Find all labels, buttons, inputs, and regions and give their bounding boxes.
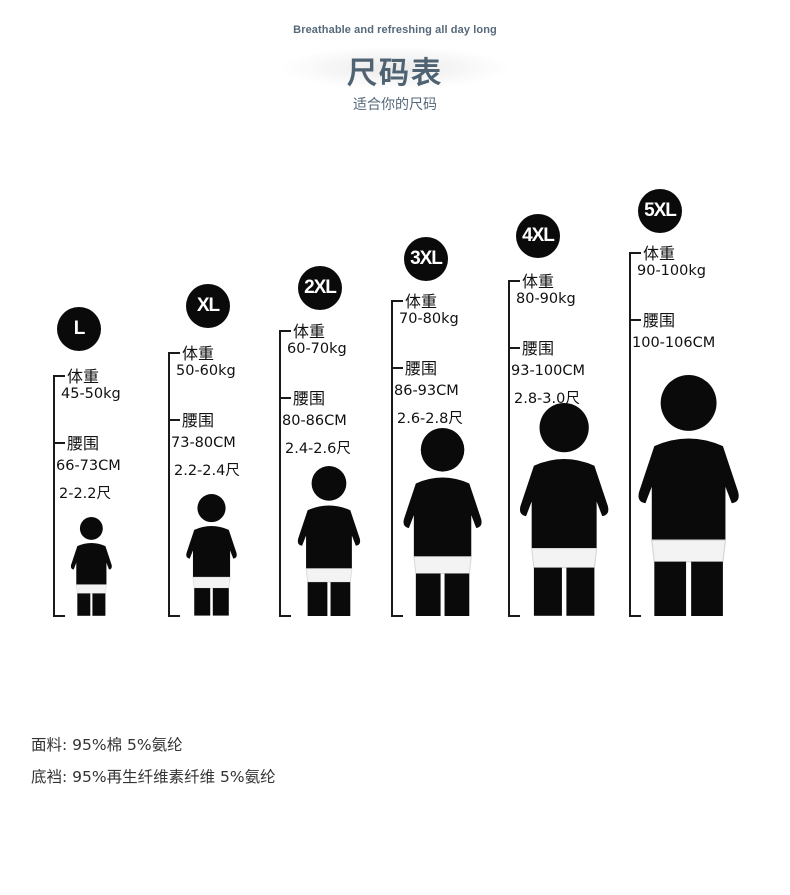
person-figure [400, 427, 485, 620]
waist-cm-value: 86-93CM [394, 383, 459, 399]
waist-tick [168, 419, 180, 421]
weight-tick [629, 252, 641, 254]
waist-cm-value: 66-73CM [56, 458, 121, 474]
waist-cm-value: 100-106CM [632, 335, 716, 351]
size-badge: XL [186, 284, 230, 328]
person-figure-icon [519, 403, 609, 616]
base-tick [168, 615, 180, 617]
weight-tick [279, 330, 291, 332]
base-tick [279, 615, 291, 617]
waist-label: 腰围 [405, 359, 438, 378]
size-badge: 5XL [638, 189, 682, 233]
base-tick [629, 615, 641, 617]
person-figure [516, 403, 612, 620]
size-bracket-line [508, 280, 510, 616]
title-glow [280, 46, 510, 90]
size-bracket-line [391, 300, 393, 616]
weight-value: 70-80kg [399, 311, 459, 327]
page-subtitle: 适合你的尺码 [353, 97, 437, 113]
weight-tick [168, 352, 180, 354]
waist-tick [279, 397, 291, 399]
waist-chi-value: 2.2-2.4尺 [174, 463, 240, 479]
waist-cm-value: 80-86CM [282, 413, 347, 429]
waist-tick [53, 442, 65, 444]
waist-label: 腰围 [643, 311, 676, 330]
waist-cm-value: 73-80CM [171, 435, 236, 451]
waist-chi-value: 2.4-2.6尺 [285, 441, 351, 457]
size-badge: L [57, 307, 101, 351]
waist-tick [391, 367, 403, 369]
person-figure [295, 465, 363, 620]
weight-label: 体重 [67, 367, 100, 386]
waist-label: 腰围 [293, 389, 326, 408]
waist-chi-value: 2.6-2.8尺 [397, 411, 463, 427]
weight-value: 80-90kg [516, 291, 576, 307]
waist-label: 腰围 [522, 339, 555, 358]
weight-label: 体重 [182, 344, 215, 363]
fabric-composition: 面料: 95%棉 5%氨纶 [31, 736, 183, 754]
person-figure [69, 517, 114, 620]
size-bracket-line [53, 375, 55, 616]
waist-tick [508, 347, 520, 349]
person-figure-icon [70, 517, 112, 616]
weight-value: 45-50kg [61, 386, 121, 402]
header-tagline: Breathable and refreshing all day long [293, 24, 497, 36]
person-figure-icon [186, 494, 238, 616]
weight-label: 体重 [643, 244, 676, 263]
crotch-composition: 底裆: 95%再生纤维素纤维 5%氨纶 [31, 768, 276, 786]
waist-label: 腰围 [67, 434, 100, 453]
size-bracket-line [168, 352, 170, 616]
size-badge: 3XL [404, 237, 448, 281]
size-bracket-line [629, 252, 631, 616]
person-figure-icon [403, 427, 483, 616]
person-figure [184, 494, 239, 620]
weight-label: 体重 [405, 292, 438, 311]
waist-label: 腰围 [182, 411, 215, 430]
base-tick [53, 615, 65, 617]
weight-label: 体重 [293, 322, 326, 341]
weight-value: 50-60kg [176, 363, 236, 379]
weight-tick [391, 300, 403, 302]
size-badge: 4XL [516, 214, 560, 258]
waist-tick [629, 319, 641, 321]
person-figure-icon [297, 465, 361, 616]
waist-cm-value: 93-100CM [511, 363, 585, 379]
weight-value: 90-100kg [637, 263, 706, 279]
weight-label: 体重 [522, 272, 555, 291]
waist-chi-value: 2-2.2尺 [59, 486, 112, 502]
weight-tick [53, 375, 65, 377]
weight-value: 60-70kg [287, 341, 347, 357]
size-badge: 2XL [298, 266, 342, 310]
base-tick [391, 615, 403, 617]
base-tick [508, 615, 520, 617]
person-figure-icon [638, 374, 740, 616]
waist-chi-value: 2.8-3.0尺 [514, 391, 580, 407]
person-figure [634, 374, 743, 620]
size-bracket-line [279, 330, 281, 616]
page-title: 尺码表 [347, 56, 443, 91]
weight-tick [508, 280, 520, 282]
